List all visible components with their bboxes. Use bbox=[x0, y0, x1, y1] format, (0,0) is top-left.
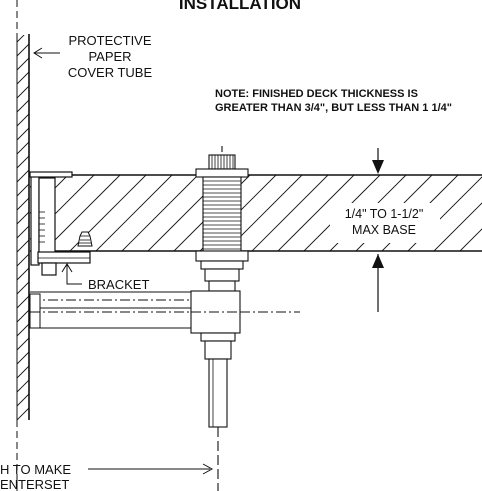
supply-pipe-horizontal bbox=[29, 291, 300, 329]
svg-text:COVER TUBE: COVER TUBE bbox=[68, 65, 153, 80]
svg-text:ENTERSET: ENTERSET bbox=[0, 477, 69, 491]
mounting-bracket bbox=[29, 171, 91, 276]
svg-text:BRACKET: BRACKET bbox=[88, 277, 149, 292]
deck-thickness-note: NOTE: FINISHED DECK THICKNESS IS GREATER… bbox=[215, 88, 452, 114]
cover-tube-label: PROTECTIVE PAPER COVER TUBE bbox=[33, 33, 153, 80]
dimension-arrow-bottom bbox=[372, 254, 384, 312]
protective-cover-tube bbox=[16, 0, 30, 491]
svg-text:PROTECTIVE: PROTECTIVE bbox=[68, 33, 151, 48]
max-base-label: 1/4" TO 1-1/2" MAX BASE bbox=[345, 207, 424, 237]
svg-text:NOTE: FINISHED DECK THICKNESS: NOTE: FINISHED DECK THICKNESS IS bbox=[215, 88, 418, 100]
svg-text:H TO MAKE: H TO MAKE bbox=[0, 462, 71, 477]
valve-assembly bbox=[190, 146, 249, 491]
bottom-note: H TO MAKE ENTERSET bbox=[0, 462, 214, 491]
diagram-title: INSTALLATION bbox=[179, 0, 301, 13]
dimension-arrow-top bbox=[372, 148, 384, 174]
svg-text:MAX BASE: MAX BASE bbox=[352, 223, 416, 237]
bracket-label: BRACKET bbox=[61, 263, 149, 292]
screw-icon bbox=[77, 231, 93, 247]
svg-text:1/4" TO 1-1/2": 1/4" TO 1-1/2" bbox=[345, 207, 424, 221]
svg-text:PAPER: PAPER bbox=[88, 49, 131, 64]
svg-text:GREATER THAN 3/4", BUT LESS TH: GREATER THAN 3/4", BUT LESS THAN 1 1/4" bbox=[215, 102, 452, 114]
